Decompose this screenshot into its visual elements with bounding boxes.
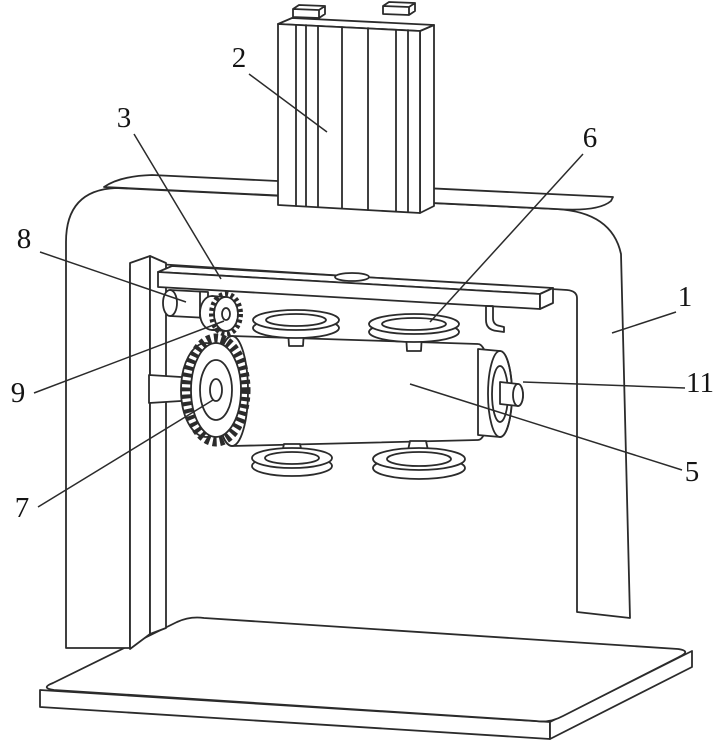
leader-line-3 — [133, 133, 222, 280]
leader-line-8 — [39, 251, 187, 303]
leader-line-7 — [37, 399, 214, 508]
leader-line-6 — [429, 153, 584, 323]
cup-rim-upper — [251, 447, 333, 469]
cup-cavity — [264, 451, 320, 465]
leader-line-11 — [522, 381, 686, 389]
actuator-side-face — [419, 24, 435, 214]
ref-label-1: 1 — [678, 281, 693, 313]
leader-line-5 — [409, 383, 683, 471]
left-column-side-face — [129, 255, 151, 650]
suction-cup-bottom-left — [251, 443, 333, 477]
plate-right-end-face — [539, 287, 554, 310]
ref-label-9: 9 — [11, 377, 26, 409]
base-plate — [39, 616, 693, 740]
label-layer: 2 3 6 8 1 9 11 5 7 — [11, 42, 714, 524]
cup-cavity — [265, 313, 327, 327]
motor-end-cap — [162, 289, 178, 317]
mounting-plate — [157, 265, 554, 310]
small-gear-teeth — [209, 291, 243, 337]
ref-label-5: 5 — [685, 456, 700, 488]
actuator-top-block-right — [382, 1, 416, 16]
ref-label-7: 7 — [15, 492, 30, 524]
large-gear-teeth — [181, 333, 251, 447]
cup-cavity — [386, 451, 452, 467]
ref-label-6: 6 — [583, 122, 598, 154]
vertical-actuator — [277, 1, 435, 214]
large-gear — [180, 333, 251, 447]
pipe-elbow-outline — [485, 305, 505, 333]
leader-line-2 — [248, 73, 328, 133]
large-gear-inner-ring — [199, 359, 233, 421]
small-gear-hub — [221, 307, 231, 321]
suction-cup-top-right — [368, 313, 460, 352]
drum-shaft-stub-cap — [512, 383, 524, 407]
cup-cavity — [381, 317, 447, 331]
ref-label-3: 3 — [117, 102, 132, 134]
drum-body — [215, 335, 492, 447]
large-gear-hub — [209, 378, 223, 402]
plate-rod-hole — [334, 272, 370, 282]
actuator-front-face — [277, 23, 421, 214]
drum-assembly — [215, 335, 524, 447]
ref-label-8: 8 — [17, 223, 32, 255]
ref-label-11: 11 — [686, 367, 714, 399]
leader-line-9 — [33, 320, 225, 394]
actuator-top-block-left — [292, 4, 326, 19]
ref-label-2: 2 — [232, 42, 247, 74]
left-column-inner-rail — [149, 255, 167, 635]
suction-cup-top-left — [252, 309, 340, 347]
leader-line-1 — [611, 311, 677, 334]
base-top-face — [45, 616, 687, 723]
small-gear — [199, 291, 243, 337]
suction-cup-bottom-right — [372, 440, 466, 480]
pipe-elbow — [485, 305, 505, 333]
